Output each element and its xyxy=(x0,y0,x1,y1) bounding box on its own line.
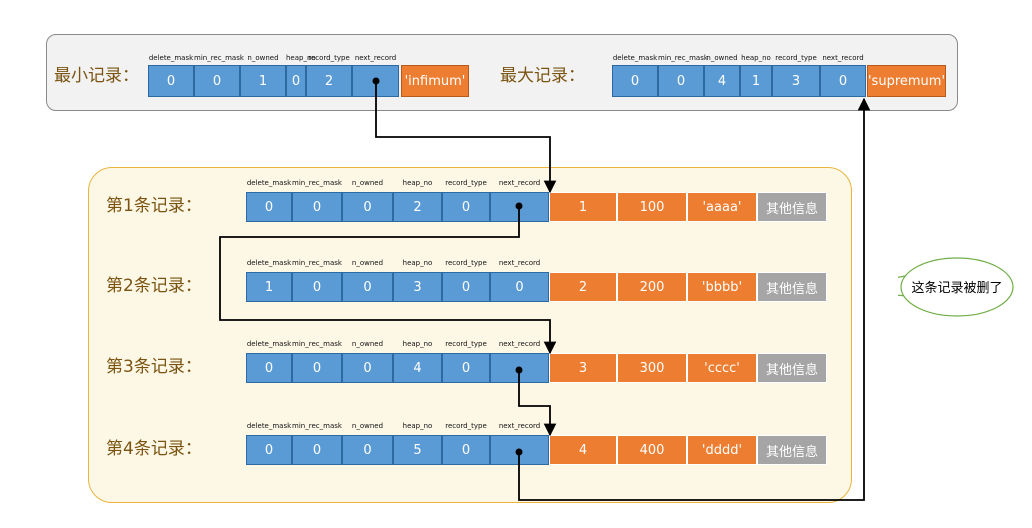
record-3-field-0: 0 xyxy=(246,353,292,383)
record-2-data-0: 2 xyxy=(549,272,617,302)
max-record-field-5: 0 xyxy=(820,65,866,97)
record-4-field-4: 0 xyxy=(442,435,490,465)
record-4-header-1: min_rec_mask xyxy=(292,422,342,430)
record-1-data-2: 'aaaa' xyxy=(687,192,757,222)
record-4-field-2: 0 xyxy=(342,435,393,465)
record-4-header-2: n_owned xyxy=(351,422,384,430)
min-record-field-4: 2 xyxy=(306,65,352,97)
link-record-4-to-supremum xyxy=(518,97,871,501)
max-record-field-3: 1 xyxy=(740,65,772,97)
max-record-field-2: 4 xyxy=(704,65,740,97)
record-1-header-2: n_owned xyxy=(351,179,384,187)
record-2-extra-info: 其他信息 xyxy=(757,272,827,302)
record-3-field-3: 4 xyxy=(393,353,442,383)
min-record-header-4: record_type xyxy=(308,54,350,62)
record-2-header-2: n_owned xyxy=(351,259,384,267)
record-3-header-1: min_rec_mask xyxy=(292,340,342,348)
min-record-tag: 'infimum' xyxy=(401,65,469,97)
record-2-field-4: 0 xyxy=(442,272,490,302)
record-2-field-2: 0 xyxy=(342,272,393,302)
record-2-header-5: next_record xyxy=(498,259,541,267)
max-record-header-0: delete_mask xyxy=(612,54,658,62)
record-3-header-5: next_record xyxy=(498,340,541,348)
record-1-header-1: min_rec_mask xyxy=(292,179,342,187)
record-3-header-2: n_owned xyxy=(351,340,384,348)
record-1-data-0: 1 xyxy=(549,192,617,222)
min-record-header-3: heap_no xyxy=(286,54,316,62)
record-2-field-0: 1 xyxy=(246,272,292,302)
record-3-data-2: 'cccc' xyxy=(687,353,757,383)
record-1-extra-info: 其他信息 xyxy=(757,192,827,222)
max-record-header-5: next_record xyxy=(822,54,864,62)
record-3-field-2: 0 xyxy=(342,353,393,383)
min-record-header-0: delete_mask xyxy=(148,54,194,62)
min-record-header-5: next_record xyxy=(354,54,397,62)
record-2-field-3: 3 xyxy=(393,272,442,302)
deleted-callout-bubble xyxy=(898,257,1014,317)
record-2-data-2: 'bbbb' xyxy=(687,272,757,302)
max-record-header-3: heap_no xyxy=(741,54,771,62)
record-3-data-0: 3 xyxy=(549,353,617,383)
record-4-field-0: 0 xyxy=(246,435,292,465)
min-record-header-2: n_owned xyxy=(247,54,279,62)
record-1-field-2: 0 xyxy=(342,192,393,222)
max-record-tag: 'supremum' xyxy=(867,65,946,97)
record-3-data-1: 300 xyxy=(617,353,687,383)
max-record-header-2: n_owned xyxy=(706,54,738,62)
record-3-field-4: 0 xyxy=(442,353,490,383)
record-4-field-1: 0 xyxy=(292,435,342,465)
min-record-header-1: min_rec_mask xyxy=(194,54,244,62)
record-3-extra-info: 其他信息 xyxy=(757,353,827,383)
min-record-field-0: 0 xyxy=(148,65,194,97)
record-4-header-5: next_record xyxy=(498,422,541,430)
record-3-header-0: delete_mask xyxy=(246,340,292,348)
record-2-field-5: 0 xyxy=(490,272,549,302)
max-record-title: 最大记录： xyxy=(500,66,585,86)
record-3-title: 第3条记录： xyxy=(106,357,202,377)
record-2-header-4: record_type xyxy=(445,259,487,267)
link-record-1-to-record-3 xyxy=(219,206,557,355)
record-1-header-5: next_record xyxy=(498,179,541,187)
record-4-header-3: heap_no xyxy=(402,422,433,430)
record-1-header-4: record_type xyxy=(445,179,487,187)
record-4-data-0: 4 xyxy=(549,435,617,465)
deleted-callout-text: 这条记录被删了 xyxy=(911,281,1003,296)
record-1-header-0: delete_mask xyxy=(246,179,292,187)
record-1-field-3: 2 xyxy=(393,192,442,222)
max-record-field-0: 0 xyxy=(612,65,658,97)
record-4-field-3: 5 xyxy=(393,435,442,465)
record-2-header-1: min_rec_mask xyxy=(292,259,342,267)
record-1-title: 第1条记录： xyxy=(106,196,202,216)
record-4-header-0: delete_mask xyxy=(246,422,292,430)
record-3-header-4: record_type xyxy=(445,340,487,348)
link-record-3-to-record-4 xyxy=(518,370,557,437)
min-record-field-3: 0 xyxy=(286,65,306,97)
record-2-data-1: 200 xyxy=(617,272,687,302)
record-1-field-4: 0 xyxy=(442,192,490,222)
record-1-header-3: heap_no xyxy=(402,179,433,187)
record-2-header-3: heap_no xyxy=(402,259,433,267)
max-record-field-1: 0 xyxy=(658,65,704,97)
record-1-data-1: 100 xyxy=(617,192,687,222)
record-4-extra-info: 其他信息 xyxy=(757,435,827,465)
min-record-field-2: 1 xyxy=(240,65,286,97)
link-infimum-to-record-1 xyxy=(375,81,557,194)
record-1-field-1: 0 xyxy=(292,192,342,222)
max-record-header-4: record_type xyxy=(775,54,817,62)
min-record-field-1: 0 xyxy=(194,65,240,97)
max-record-field-4: 3 xyxy=(772,65,820,97)
record-4-data-1: 400 xyxy=(617,435,687,465)
min-record-title: 最小记录： xyxy=(54,66,139,86)
record-2-header-0: delete_mask xyxy=(246,259,292,267)
record-4-header-4: record_type xyxy=(445,422,487,430)
record-4-data-2: 'dddd' xyxy=(687,435,757,465)
record-3-field-1: 0 xyxy=(292,353,342,383)
record-4-title: 第4条记录： xyxy=(106,439,202,459)
record-2-title: 第2条记录： xyxy=(106,276,202,296)
max-record-header-1: min_rec_mask xyxy=(658,54,708,62)
record-3-header-3: heap_no xyxy=(402,340,433,348)
record-2-field-1: 0 xyxy=(292,272,342,302)
record-1-field-0: 0 xyxy=(246,192,292,222)
